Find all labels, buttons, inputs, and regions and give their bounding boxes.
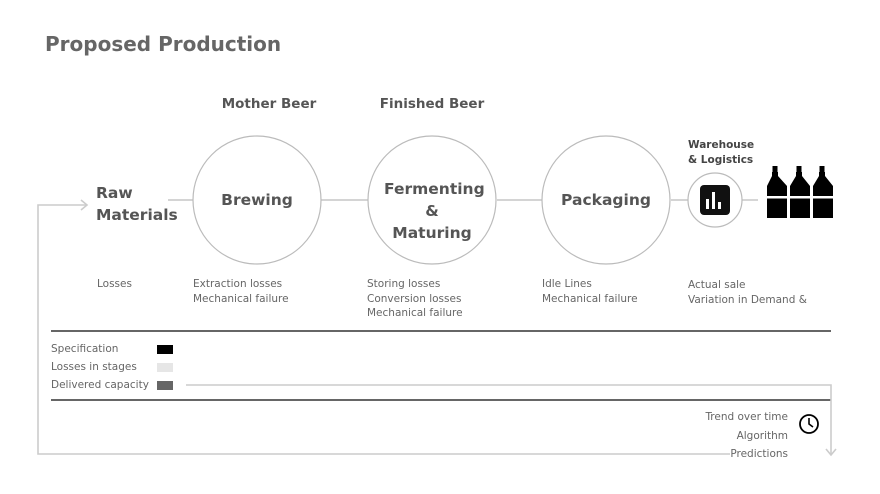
mother-beer-header: Mother Beer — [221, 96, 317, 112]
loss-item: Extraction losses — [193, 278, 283, 290]
warehouse-circle — [687, 172, 743, 228]
feedback-loop — [37, 204, 730, 455]
losses-packaging: Idle Lines Mechanical failure — [542, 277, 638, 306]
fermenting-circle — [367, 135, 497, 265]
losses-fermenting: Storing losses Conversion losses Mechani… — [367, 277, 463, 321]
algorithm-label: Algorithm — [736, 430, 788, 442]
legend-label-delivered: Delivered capacity — [51, 379, 149, 391]
clock-icon — [799, 414, 819, 434]
legend-swatch-delivered — [157, 381, 173, 390]
legend-label-losses: Losses in stages — [51, 361, 137, 373]
beer-bottles-icon — [767, 166, 833, 218]
loss-item: Actual sale — [688, 279, 746, 291]
legend-label-specification: Specification — [51, 343, 119, 355]
legend-swatch-losses — [157, 363, 173, 372]
warehouse-label: Warehouse& Logistics — [688, 139, 755, 166]
losses-warehouse: Actual sale Variation in Demand & — [688, 278, 807, 307]
legend-swatch-specification — [157, 345, 173, 354]
packaging-label: Packaging — [561, 191, 651, 209]
loss-item: Idle Lines — [542, 278, 592, 290]
predictions-label: Predictions — [730, 448, 788, 460]
packaging-circle — [541, 135, 671, 265]
loss-item: Losses — [97, 278, 132, 290]
loss-item: Storing losses — [367, 278, 441, 290]
losses-raw-materials: Losses — [97, 277, 132, 292]
brewing-label: Brewing — [221, 191, 293, 209]
delivered-capacity-flow — [186, 384, 832, 454]
loss-item: Variation in Demand & — [688, 293, 807, 306]
bar-chart-icon — [700, 185, 730, 215]
losses-brewing: Extraction losses Mechanical failure — [193, 277, 289, 306]
loss-item: Conversion losses — [367, 292, 462, 305]
brewing-circle — [192, 135, 322, 265]
loss-item: Mechanical failure — [367, 307, 463, 319]
finished-beer-header: Finished Beer — [379, 96, 485, 112]
loss-item: Mechanical failure — [542, 292, 638, 305]
loss-item: Mechanical failure — [193, 292, 289, 305]
page-title: Proposed Production — [45, 32, 282, 56]
trend-over-time-label: Trend over time — [705, 411, 788, 423]
fermenting-label: Fermenting& Maturing — [384, 180, 485, 242]
